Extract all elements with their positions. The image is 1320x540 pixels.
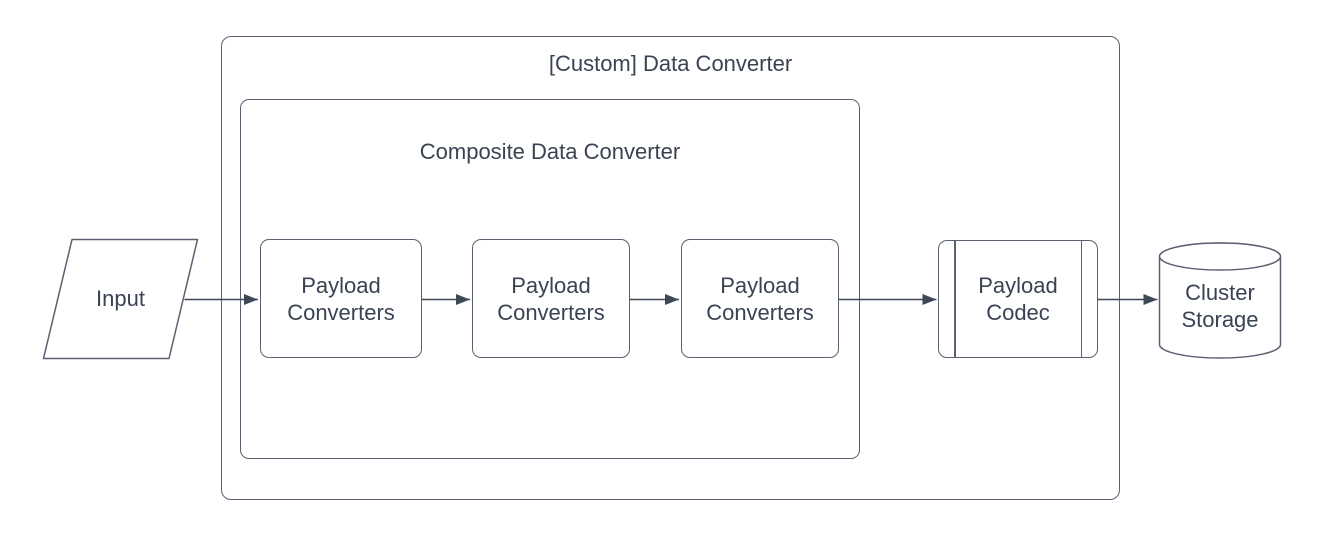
payload-codec-node-label: Payload Codec [978,273,1058,325]
payload-converters-node-2: Payload Converters [472,239,630,358]
input-node: Input [43,239,198,358]
custom-data-converter-title: [Custom] Data Converter [548,51,793,76]
custom-data-converter-container [221,36,1120,500]
payload-codec-left-bar [954,241,956,357]
payload-codec-right-bar [1080,241,1082,357]
composite-data-converter-container [240,99,860,459]
payload-converters-node-2-label: Payload Converters [497,272,605,325]
payload-codec-node: Payload Codec [938,240,1098,358]
input-node-shape [42,238,199,360]
composite-data-converter-title: Composite Data Converter [419,139,681,164]
cluster-storage-node-label: Cluster Storage [1181,280,1259,332]
input-node-label: Input [96,286,145,311]
payload-converters-node-1-label: Payload Converters [287,272,395,325]
payload-converters-node-3: Payload Converters [681,239,839,358]
payload-converters-node-3-label: Payload Converters [706,272,814,325]
cluster-storage-node: Cluster Storage [1159,254,1281,358]
cluster-storage-top-ellipse [1158,242,1282,271]
payload-converters-node-1: Payload Converters [260,239,422,358]
